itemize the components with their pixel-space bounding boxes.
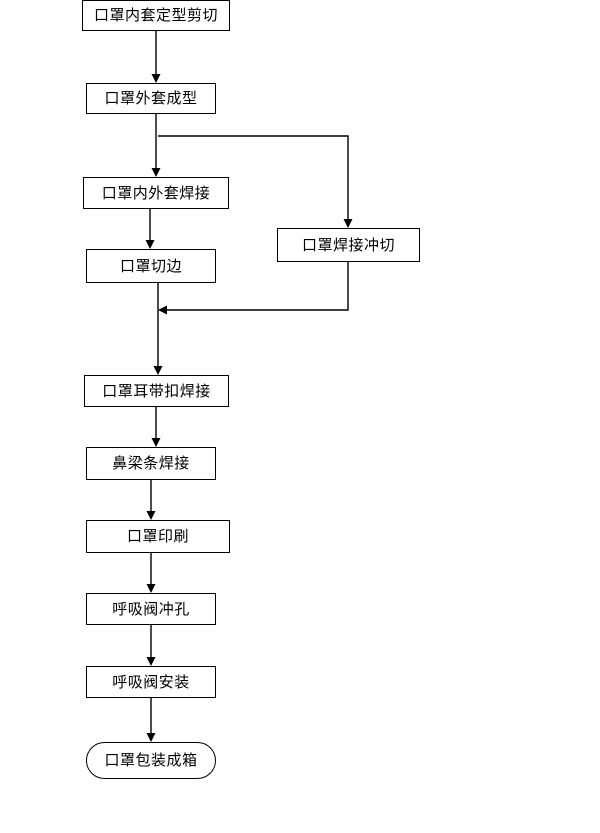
process-node-n9[interactable]: 呼吸阀冲孔 (86, 593, 216, 625)
arrowhead-e8 (146, 511, 156, 520)
process-node-label: 口罩内套定型剪切 (93, 6, 218, 24)
process-node-n8[interactable]: 口罩印刷 (86, 520, 230, 553)
process-node-n3[interactable]: 口罩内外套焊接 (83, 177, 229, 209)
arrowhead-e5 (158, 305, 167, 315)
process-node-label: 口罩包装成箱 (104, 751, 198, 769)
process-node-label: 鼻梁条焊接 (112, 454, 190, 472)
process-node-label: 口罩焊接冲切 (301, 235, 395, 254)
connector-e3 (158, 135, 349, 219)
process-node-n10[interactable]: 呼吸阀安装 (86, 666, 216, 698)
process-node-n11[interactable]: 口罩包装成箱 (86, 742, 216, 779)
arrowhead-e4 (145, 240, 155, 249)
process-node-label: 口罩内外套焊接 (101, 183, 211, 202)
arrowhead-e3 (343, 219, 353, 228)
arrowhead-e2 (151, 168, 161, 177)
arrowhead-e11 (146, 733, 156, 742)
arrowhead-e7 (151, 438, 161, 447)
process-node-label: 口罩耳带扣焊接 (102, 381, 211, 400)
arrowhead-e1 (151, 74, 161, 83)
process-node-n6[interactable]: 口罩耳带扣焊接 (84, 375, 229, 407)
process-node-n5[interactable]: 口罩切边 (86, 249, 216, 283)
arrowhead-e6 (153, 366, 163, 375)
process-node-n2[interactable]: 口罩外套成型 (86, 83, 216, 114)
process-node-label: 呼吸阀安装 (112, 672, 190, 691)
process-node-n4[interactable]: 口罩焊接冲切 (277, 228, 420, 262)
process-node-label: 口罩外套成型 (104, 89, 198, 107)
arrowhead-e10 (146, 657, 156, 666)
process-node-n1[interactable]: 口罩内套定型剪切 (82, 0, 230, 31)
process-node-n7[interactable]: 鼻梁条焊接 (86, 447, 216, 480)
connector-e5 (167, 262, 349, 311)
process-node-label: 口罩切边 (119, 256, 182, 275)
arrowhead-e9 (146, 584, 156, 593)
process-node-label: 口罩印刷 (126, 527, 189, 545)
process-node-label: 呼吸阀冲孔 (112, 599, 190, 618)
